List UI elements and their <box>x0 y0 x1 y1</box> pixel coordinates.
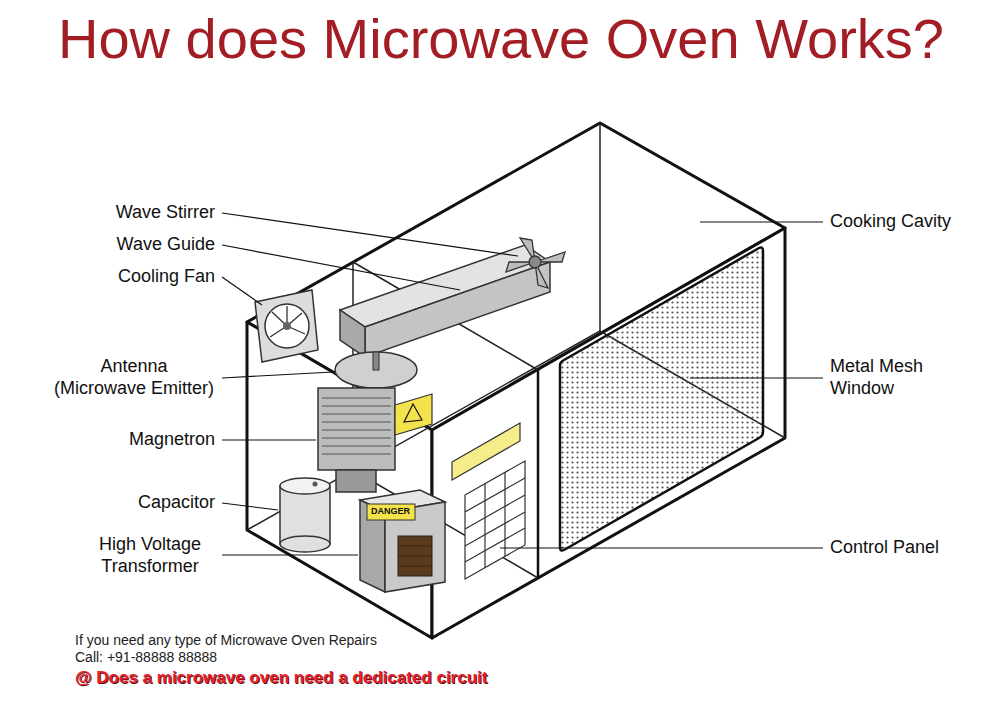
antenna <box>335 352 417 388</box>
leader-lines <box>222 213 823 555</box>
part-label: Cooling Fan <box>118 266 215 288</box>
watermark-caption: @ Does a microwave oven need a dedicated… <box>75 668 487 688</box>
danger-sticker <box>367 504 415 520</box>
mesh-window <box>560 247 763 550</box>
cooling-fan <box>255 290 318 362</box>
part-label: High Voltage Transformer <box>85 534 215 577</box>
repair-note: If you need any type of Microwave Oven R… <box>75 632 393 666</box>
part-label: Metal Mesh Window <box>830 356 940 399</box>
cavity-edge <box>537 370 540 578</box>
part-label: Antenna (Microwave Emitter) <box>53 356 215 399</box>
magnetron <box>318 388 432 492</box>
wave-guide <box>340 310 365 357</box>
wave-stirrer <box>506 238 565 288</box>
capacitor <box>280 478 330 552</box>
keypad <box>465 461 525 579</box>
danger-sticker-text: DANGER <box>371 506 410 517</box>
wave-guide <box>365 262 550 357</box>
internal-edges <box>247 123 785 578</box>
part-label: Capacitor <box>138 492 215 514</box>
part-label: Wave Stirrer <box>116 202 215 224</box>
part-label: Control Panel <box>830 537 939 559</box>
transformer <box>360 490 445 592</box>
part-label: Cooking Cavity <box>830 211 951 233</box>
title-heading: How does Microwave Oven Works? <box>0 8 1002 70</box>
part-label: Wave Guide <box>117 234 215 256</box>
side-face <box>247 322 432 638</box>
part-label: Magnetron <box>129 429 215 451</box>
